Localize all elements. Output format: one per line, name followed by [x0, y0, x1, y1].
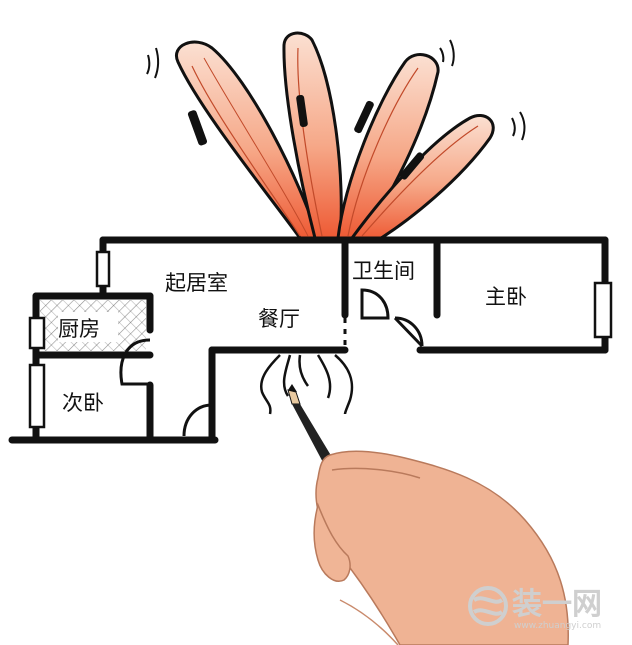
door-swings: [119, 288, 424, 437]
windows: [28, 250, 613, 429]
window-second-bedroom: [28, 363, 46, 429]
insect-legs: [259, 354, 354, 415]
wing-far-left: [175, 40, 321, 240]
watermark-brand: 装一网: [512, 587, 602, 622]
label-living-room: 起居室: [165, 271, 228, 295]
wing-far-right: [349, 114, 495, 242]
label-bathroom: 卫生间: [352, 259, 415, 283]
window-kitchen: [28, 316, 46, 350]
wing-center: [282, 31, 343, 240]
label-second-bedroom: 次卧: [62, 391, 104, 415]
label-kitchen: 厨房: [58, 317, 100, 341]
hand-finger: [313, 502, 351, 582]
watermark: 装一网 www.zhuangyi.com: [468, 586, 602, 631]
window-master-bedroom: [593, 281, 613, 339]
watermark-url: www.zhuangyi.com: [514, 621, 601, 631]
wings-illustration: [146, 31, 526, 242]
label-master-bedroom: 主卧: [485, 285, 527, 309]
watermark-logo-icon: [468, 586, 508, 626]
window-living-room: [95, 250, 111, 288]
motion-lines: [146, 39, 526, 141]
label-dining: 餐厅: [258, 307, 300, 331]
